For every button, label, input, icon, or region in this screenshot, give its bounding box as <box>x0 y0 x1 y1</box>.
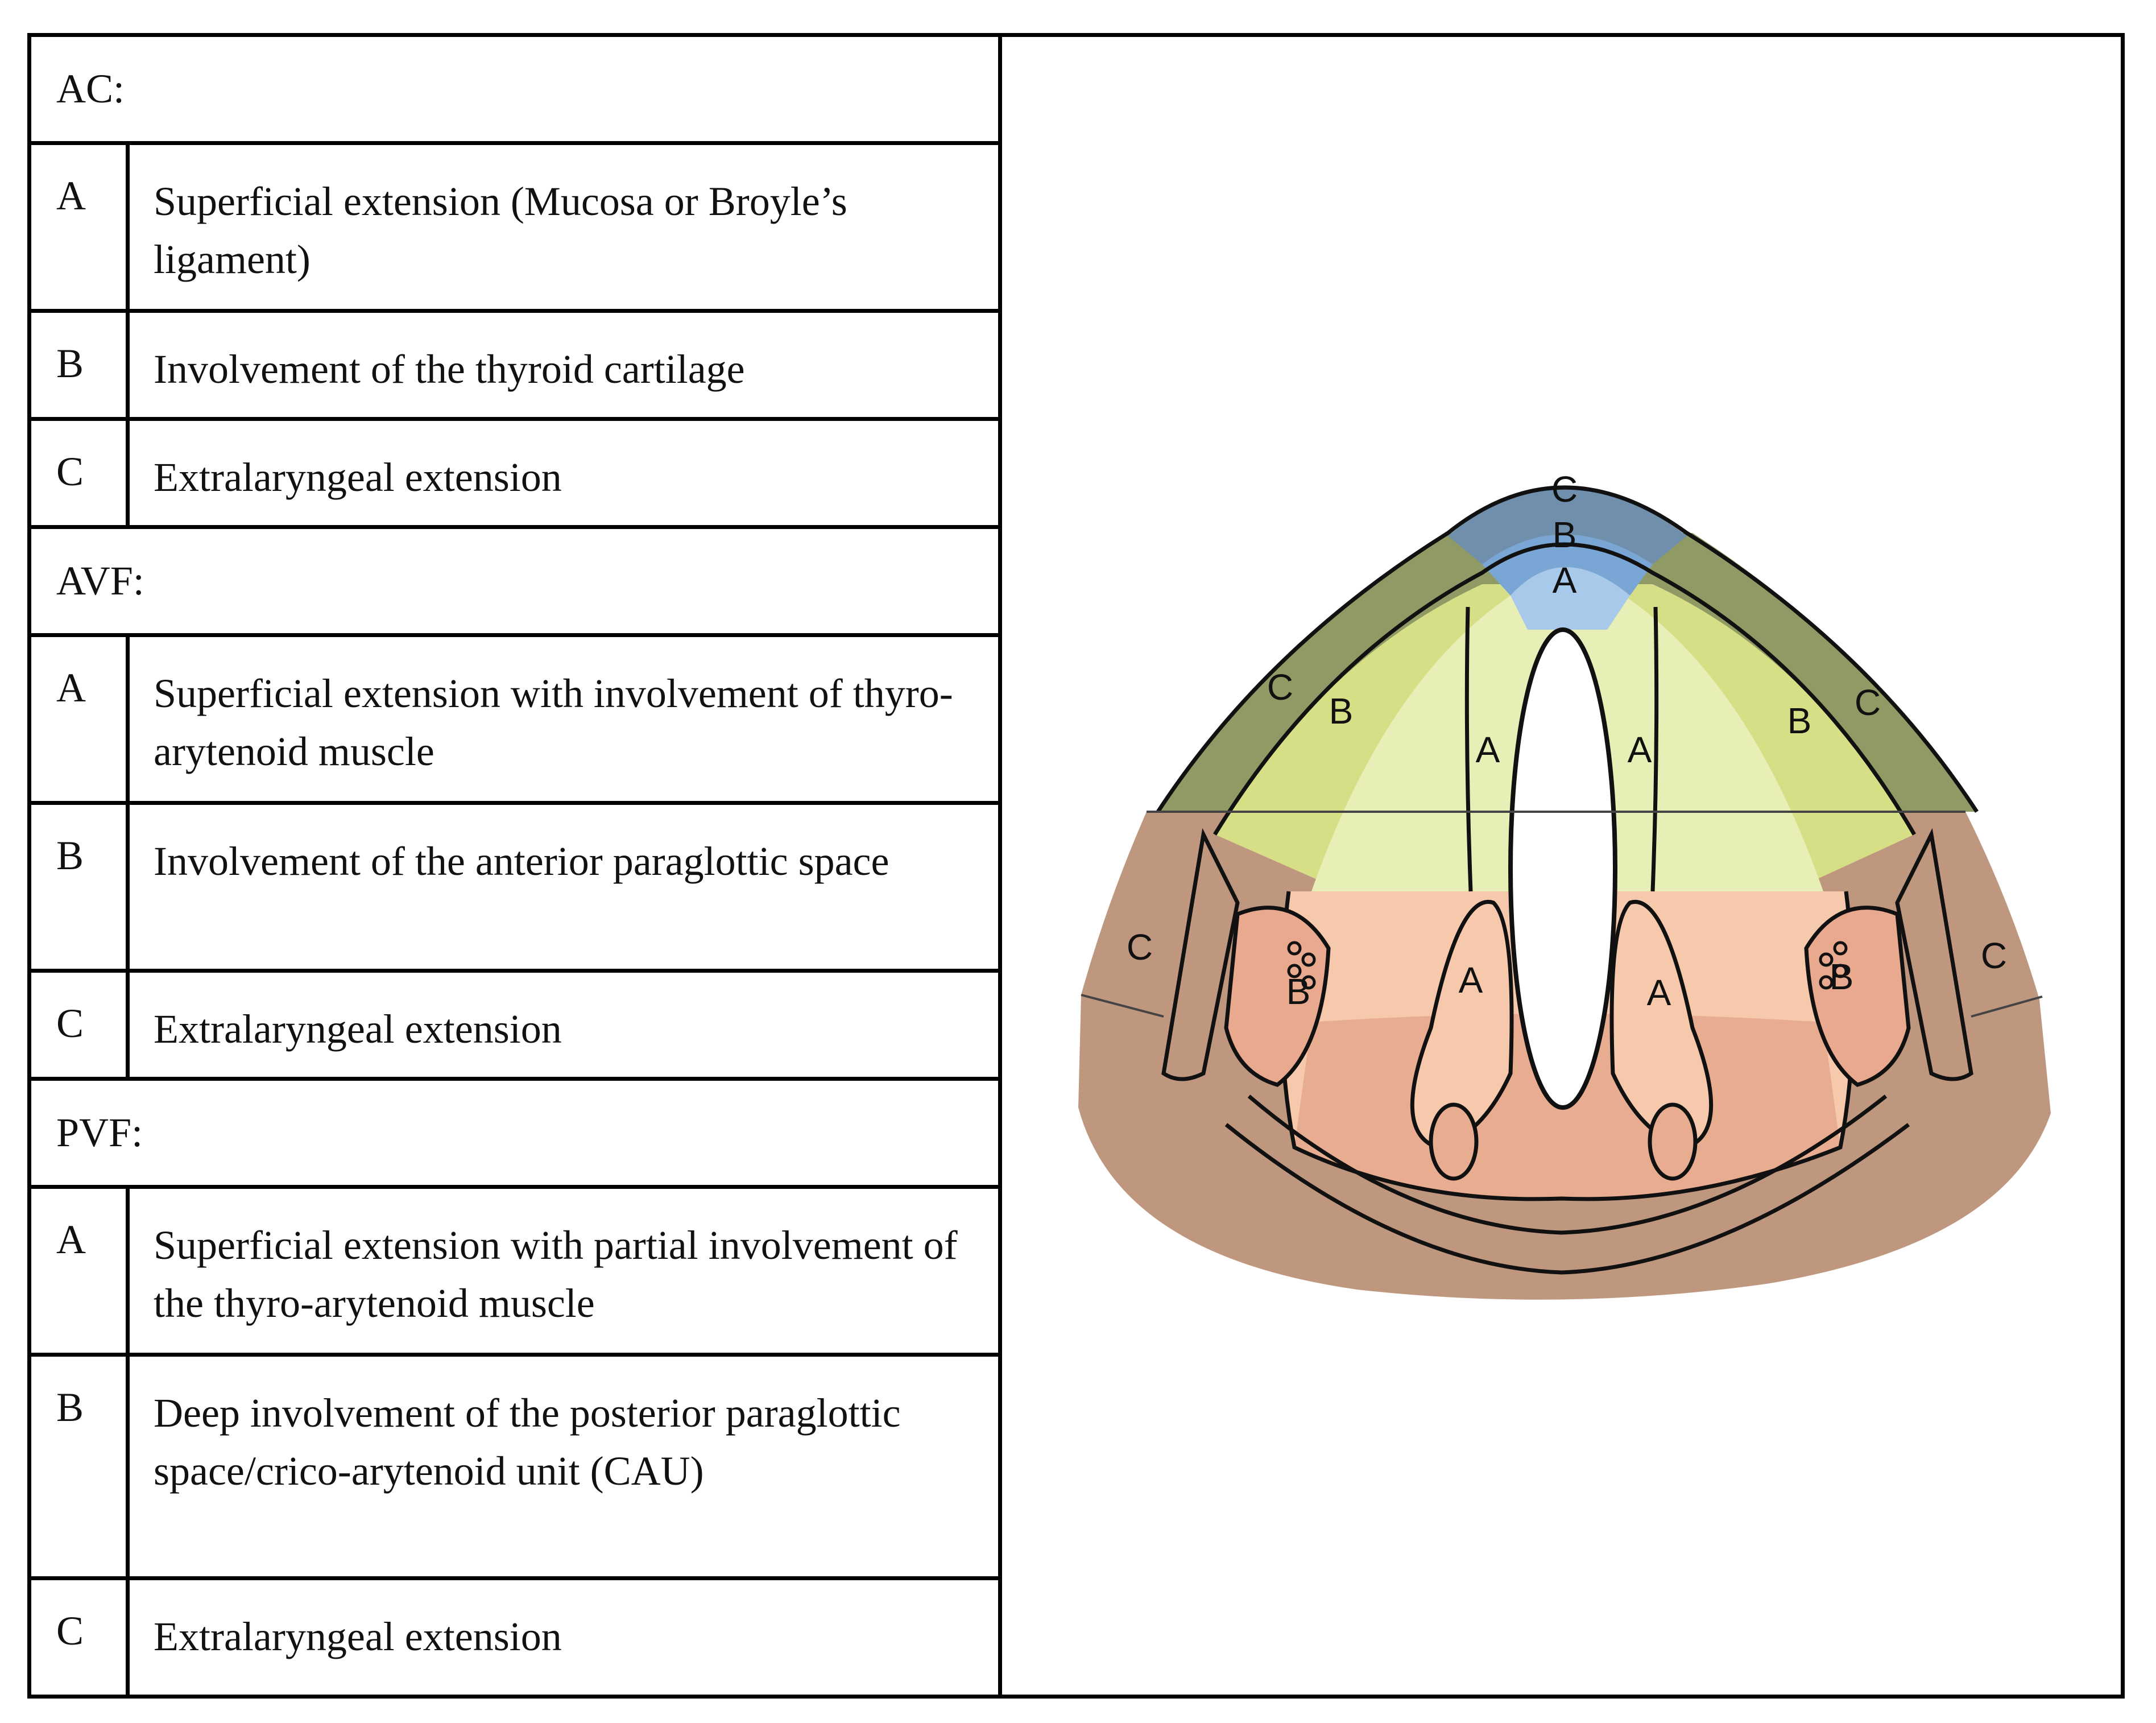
table-row: C Extralaryngeal extension <box>31 1580 998 1695</box>
label-pvf-c-left: C <box>1127 927 1153 968</box>
table-row: A Superficial extension with involvement… <box>31 637 998 805</box>
right-cartilage-oval <box>1648 1102 1698 1181</box>
row-description: Involvement of the thyroid cartilage <box>154 346 745 392</box>
row-letter: A <box>31 1189 130 1353</box>
label-pvf-a-right: A <box>1647 972 1671 1013</box>
table-row: A Superficial extension with partial inv… <box>31 1189 998 1357</box>
right-arytenoid <box>1609 900 1714 1150</box>
section-title: AVF: <box>56 558 144 604</box>
row-letter: A <box>31 145 130 309</box>
right-paraglottic-pocket <box>1804 906 1911 1087</box>
left-paraglottic-pocket <box>1224 906 1331 1087</box>
row-letter: A <box>31 637 130 801</box>
glottic-opening <box>1508 627 1617 1110</box>
label-avf-a-right: A <box>1628 729 1652 770</box>
left-arytenoid <box>1410 900 1514 1150</box>
section-header-pvf: PVF: <box>31 1081 998 1189</box>
table-row: A Superficial extension (Mucosa or Broyl… <box>31 145 998 313</box>
label-avf-b-left: B <box>1329 691 1354 732</box>
label-avf-c-right: C <box>1855 682 1881 723</box>
label-pvf-c-right: C <box>1981 935 2007 976</box>
label-avf-b-right: B <box>1787 700 1812 741</box>
section-header-ac: AC: <box>31 37 998 145</box>
figure-frame: AC: A Superficial extension (Mucosa or B… <box>27 33 2125 1699</box>
row-letter: B <box>31 313 130 417</box>
left-outer-separator <box>1081 994 1164 1018</box>
table-row: B Involvement of the thyroid cartilage <box>31 313 998 421</box>
right-outer-separator <box>1971 995 2043 1018</box>
row-description: Superficial extension with partial invol… <box>154 1222 958 1326</box>
row-letter: C <box>31 973 130 1077</box>
diagram-outlines <box>1156 485 1979 1275</box>
row-description: Superficial extension with involvement o… <box>154 671 953 774</box>
row-description: Extralaryngeal extension <box>154 1614 562 1659</box>
label-pvf-a-left: A <box>1459 960 1483 1001</box>
ac-a-region <box>1511 567 1630 630</box>
classification-table: AC: A Superficial extension (Mucosa or B… <box>31 37 1002 1695</box>
row-letter: C <box>31 1580 130 1695</box>
section-header-avf: AVF: <box>31 529 998 637</box>
label-ac-a: A <box>1553 560 1577 601</box>
row-letter: B <box>31 805 130 969</box>
row-description: Deep involvement of the posterior paragl… <box>154 1390 901 1494</box>
row-description: Extralaryngeal extension <box>154 454 562 500</box>
row-description: Superficial extension (Mucosa or Broyle’… <box>154 179 847 282</box>
label-ac-c: C <box>1551 469 1578 510</box>
label-avf-a-left: A <box>1476 729 1500 770</box>
larynx-diagram-panel: C B A C B A A B C C B A A B C <box>1002 37 2121 1695</box>
row-description: Extralaryngeal extension <box>154 1006 562 1052</box>
row-letter: B <box>31 1357 130 1576</box>
section-title: AC: <box>56 66 125 111</box>
label-avf-c-left: C <box>1267 667 1293 708</box>
label-pvf-b-left: B <box>1286 971 1311 1012</box>
label-ac-b: B <box>1553 514 1577 555</box>
row-letter: C <box>31 421 130 525</box>
larynx-diagram: C B A C B A A B C C B A A B C <box>1078 469 2051 1300</box>
gland-circles <box>1287 941 1848 990</box>
label-pvf-b-right: B <box>1830 956 1854 997</box>
section-title: PVF: <box>56 1110 143 1155</box>
left-cartilage-oval <box>1429 1102 1479 1181</box>
table-row: B Deep involvement of the posterior para… <box>31 1357 998 1580</box>
table-row: C Extralaryngeal extension <box>31 973 998 1081</box>
row-description: Involvement of the anterior paraglottic … <box>154 838 889 884</box>
table-row: B Involvement of the anterior paraglotti… <box>31 805 998 973</box>
ac-c-region <box>1448 489 1687 564</box>
table-row: C Extralaryngeal extension <box>31 421 998 529</box>
